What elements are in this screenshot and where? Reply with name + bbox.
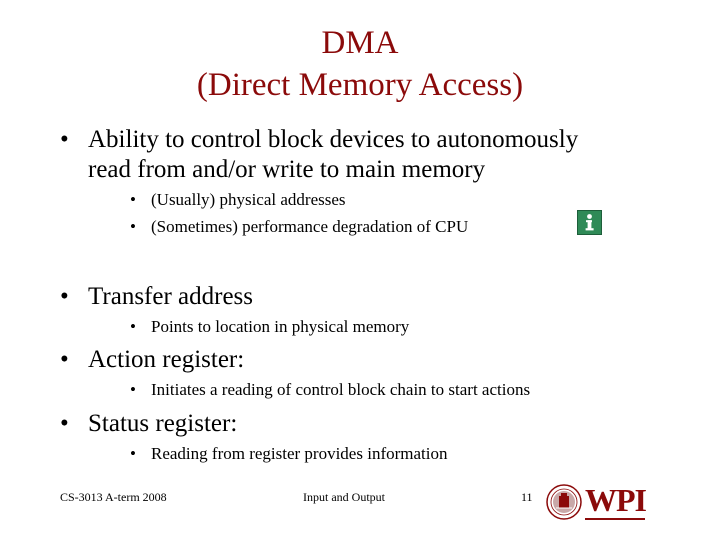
sub-bullet-text: Reading from register provides informati… xyxy=(151,444,448,463)
sub-bullet-dot: • xyxy=(130,444,136,463)
wpi-logo-text: WPI xyxy=(585,482,647,518)
bullet-action-text: Action register: xyxy=(88,346,245,373)
bullet-ability-line-2: read from and/or write to main memory xyxy=(88,156,486,183)
bullet-ability-line-1: Ability to control block devices to auto… xyxy=(88,126,579,153)
info-icon[interactable] xyxy=(577,210,602,235)
title-line-2: (Direct Memory Access) xyxy=(196,67,524,103)
info-glyph xyxy=(585,214,594,231)
bullet-dot: • xyxy=(60,346,69,373)
footer-course: CS-3013 A-term 2008 xyxy=(60,490,167,504)
bullet-dot: • xyxy=(60,126,69,153)
sub-bullet-dot: • xyxy=(130,217,136,236)
footer-topic: Input and Output xyxy=(303,490,385,504)
slide-title: DMA (Direct Memory Access) xyxy=(0,22,720,106)
sub-bullet-dot: • xyxy=(130,317,136,336)
wpi-logo: WPI xyxy=(585,481,647,521)
sub-bullet-text: (Usually) physical addresses xyxy=(151,190,346,209)
bullet-transfer-text: Transfer address xyxy=(88,283,254,310)
sub-bullet-text: (Sometimes) performance degradation of C… xyxy=(151,217,469,236)
wpi-logo-underline xyxy=(585,518,645,520)
footer-page-number: 11 xyxy=(521,490,533,504)
bullet-dot: • xyxy=(60,410,69,437)
university-seal-icon xyxy=(546,484,582,520)
sub-bullet-dot: • xyxy=(130,380,136,399)
bullet-dot: • xyxy=(60,283,69,310)
sub-bullet-dot: • xyxy=(130,190,136,209)
sub-bullet-text: Initiates a reading of control block cha… xyxy=(151,380,531,399)
bullet-status-text: Status register: xyxy=(88,410,238,437)
title-line-1: DMA xyxy=(321,25,399,61)
sub-bullet-text: Points to location in physical memory xyxy=(151,317,410,336)
